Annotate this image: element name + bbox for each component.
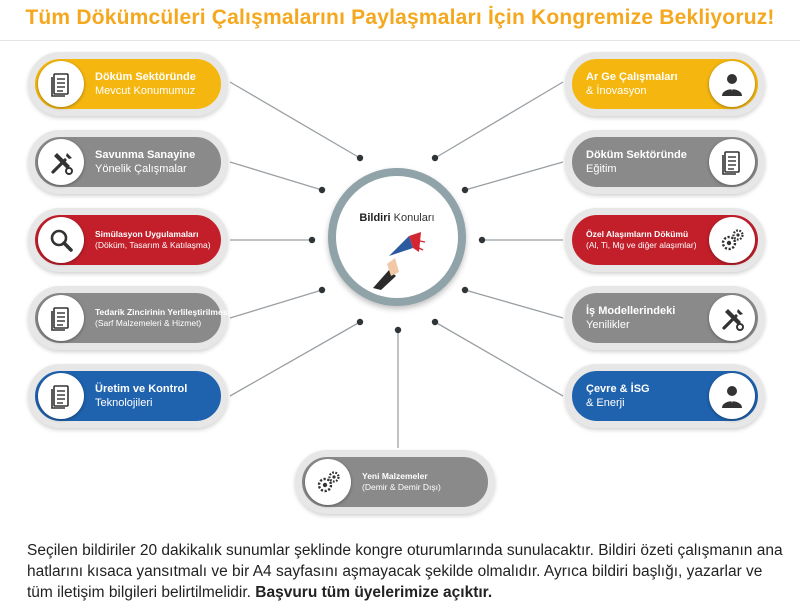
topic-subtitle: (Al, Ti, Mg ve diğer alaşımlar) [586, 240, 697, 250]
topic-title: İş Modellerindeki [586, 305, 676, 317]
topic-left-3: Simülasyon Uygulamaları (Döküm, Tasarım … [28, 208, 228, 272]
connector-dot [431, 154, 439, 162]
connector-dot [461, 186, 469, 194]
topic-left-4: Tedarik Zincirinin Yerlileştirilmesi (Sa… [28, 286, 230, 350]
connector-dot [394, 326, 402, 334]
footer-paragraph: Seçilen bildiriler 20 dakikalık sunumlar… [27, 540, 787, 603]
topic-right-2: Döküm Sektöründe Eğitim [565, 130, 765, 194]
person-icon [722, 74, 742, 96]
topic-subtitle: & Enerji [586, 397, 625, 409]
topic-subtitle: Eğitim [586, 163, 617, 175]
gears-icon [721, 229, 744, 251]
connector-right-5 [434, 321, 564, 397]
footer-text: Seçilen bildiriler 20 dakikalık sunumlar… [27, 542, 783, 601]
document-icon [51, 385, 69, 409]
footer-bold: Başvuru tüm üyelerimize açıktır. [255, 584, 493, 601]
topic-right-1: Ar Ge Çalışmaları & İnovasyon [565, 52, 765, 116]
topic-subtitle: (Döküm, Tasarım & Katılaşma) [95, 240, 211, 250]
megaphone-icon [373, 232, 426, 290]
connector-dot [308, 236, 316, 244]
gears-icon [317, 471, 340, 493]
topic-title: Tedarik Zincirinin Yerlileştirilmesi [95, 307, 230, 317]
connector-dot [478, 236, 486, 244]
topic-title: Özel Alaşımların Dökümü [586, 229, 689, 239]
connector-dot [431, 318, 439, 326]
topic-left-1: Döküm Sektöründe Mevcut Konumumuz [28, 52, 228, 116]
topic-subtitle: Yenilikler [586, 319, 630, 331]
connector-dot [318, 186, 326, 194]
connector-left-1 [229, 81, 361, 159]
document-icon [51, 73, 69, 97]
topic-left-5: Üretim ve Kontrol Teknolojileri [28, 364, 228, 428]
topic-left-2: Savunma Sanayine Yönelik Çalışmalar [28, 130, 228, 194]
topic-title: Çevre & İSG [586, 383, 650, 395]
topic-title: Üretim ve Kontrol [95, 383, 188, 395]
title-divider [0, 40, 800, 41]
document-icon [722, 151, 740, 175]
topic-title: Döküm Sektöründe [586, 149, 687, 161]
center-hub: Bildiri Konuları [328, 168, 466, 306]
connector-dot [461, 286, 469, 294]
topic-subtitle: Mevcut Konumumuz [95, 85, 196, 97]
topic-title: Simülasyon Uygulamaları [95, 229, 199, 239]
connector-left-4 [229, 289, 323, 319]
topic-title: Ar Ge Çalışmaları [586, 71, 678, 83]
topic-subtitle: Teknolojileri [95, 397, 153, 409]
connector-dot [356, 154, 364, 162]
connector-left-2 [229, 161, 323, 191]
topic-bottom: Yeni Malzemeler (Demir & Demir Dışı) [295, 450, 495, 514]
topic-subtitle: Yönelik Çalışmalar [95, 163, 187, 175]
topic-title: Savunma Sanayine [95, 149, 196, 161]
connector-left-5 [229, 321, 361, 397]
topic-subtitle: & İnovasyon [586, 85, 647, 97]
center-title: Bildiri Konuları [359, 212, 435, 224]
connector-right-4 [464, 289, 564, 319]
topic-right-5: Çevre & İSG & Enerji [565, 364, 765, 428]
topic-right-3: Özel Alaşımların Dökümü (Al, Ti, Mg ve d… [565, 208, 765, 272]
topic-right-4: İş Modellerindeki Yenilikler [565, 286, 765, 350]
page-title: Tüm Dökümcüleri Çalışmalarını Paylaşmala… [25, 6, 775, 29]
connector-right-2 [464, 161, 564, 191]
tools-icon [51, 151, 73, 176]
topic-subtitle: (Sarf Malzemeleri & Hizmet) [95, 318, 202, 328]
tools-icon [722, 307, 744, 332]
person-icon [722, 386, 742, 408]
connector-dot [356, 318, 364, 326]
connector-right-1 [434, 81, 564, 159]
topic-title: Yeni Malzemeler [362, 471, 428, 481]
topic-subtitle: (Demir & Demir Dışı) [362, 482, 441, 492]
document-icon [51, 307, 69, 331]
connector-dot [318, 286, 326, 294]
magnifier-icon [50, 229, 73, 252]
topic-title: Döküm Sektöründe [95, 71, 196, 83]
